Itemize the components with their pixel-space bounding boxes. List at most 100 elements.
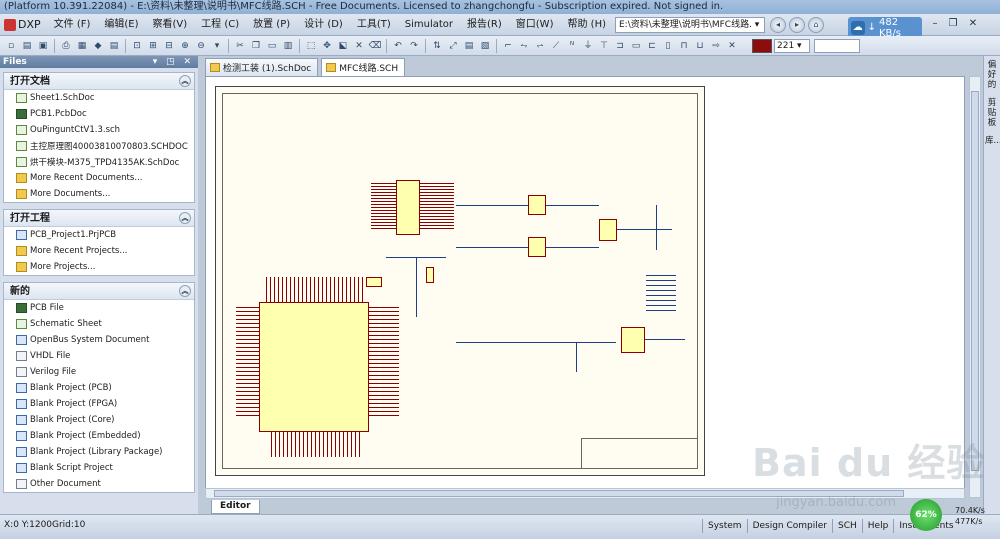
editor-tab[interactable]: Editor [211,500,260,514]
tab-document-1[interactable]: 检测工装 (1).SchDoc [205,58,319,76]
microcontroller-chip[interactable] [259,302,369,432]
move-icon[interactable]: ✥ [323,40,331,51]
select-inside-icon[interactable]: ⬕ [338,40,348,51]
zoom-fit-icon[interactable]: ⊡ [133,40,141,51]
menu-place[interactable]: 放置 (P) [253,18,291,30]
driver-block-2[interactable] [528,237,546,257]
new-openbus-link[interactable]: OpenBus System Document [4,332,194,348]
paste-icon[interactable]: ▭ [267,40,277,51]
more-recent-documents-link[interactable]: More Recent Documents... [4,170,194,186]
forward-icon[interactable]: ▸ [789,17,805,33]
open-icon[interactable]: ▤ [22,40,32,51]
driver-block-3[interactable] [599,219,617,241]
new-blank-project-pcb-link[interactable]: Blank Project (PCB) [4,380,194,396]
upper-ic[interactable] [396,180,420,235]
preview-icon[interactable]: ▦ [77,40,87,51]
help-button[interactable]: Help [861,519,894,533]
system-button[interactable]: System [702,519,747,533]
dxp-menu[interactable]: DXP [0,18,47,31]
list-item[interactable]: PCB_Project1.PrjPCB [4,227,194,243]
menu-design[interactable]: 设计 (D) [304,18,343,30]
vertical-scroll-thumb[interactable] [971,91,979,471]
list-item[interactable]: PCB1.PcbDoc [4,106,194,122]
sheet-symbol-icon[interactable]: ▭ [631,40,641,51]
deselect-icon[interactable]: ✕ [355,40,363,51]
home-icon[interactable]: ⌂ [808,17,824,33]
collapse-icon[interactable]: ︽ [179,75,191,87]
menu-file[interactable]: 文件 (F) [53,18,91,30]
color-swatch[interactable] [752,39,772,53]
place-part-icon[interactable]: ▧ [480,40,490,51]
zoom-out-icon[interactable]: ⊖ [197,40,205,51]
menu-help[interactable]: 帮助 (H) [567,18,606,30]
place-wire-icon[interactable]: ⌐ [504,40,512,51]
list-item[interactable]: 主控原理图40003810070803.SCHDOC [4,138,194,154]
more-documents-link[interactable]: More Documents... [4,186,194,202]
new-schematic-sheet-link[interactable]: Schematic Sheet [4,316,194,332]
rubber-stamp-icon[interactable]: ▥ [283,40,293,51]
new-blank-script-project-link[interactable]: Blank Script Project [4,460,194,476]
network-monitor-ball[interactable]: 62% [910,499,942,531]
more-projects-link[interactable]: More Projects... [4,259,194,275]
side-tab-clipboard[interactable]: 剪贴板 [987,98,997,128]
side-tab-favorites[interactable]: 偏好的 [987,60,997,90]
new-icon[interactable]: ▫ [7,40,15,51]
more-recent-projects-link[interactable]: More Recent Projects... [4,243,194,259]
place-bus-icon[interactable]: ⥊ [520,40,528,51]
schematic-sheet[interactable] [215,86,705,476]
schematic-editor-canvas[interactable] [205,76,965,498]
open-projects-heading[interactable]: 打开工程 ︽ [4,210,194,227]
menu-simulator[interactable]: Simulator [404,18,454,30]
small-component[interactable] [426,267,434,283]
cross-probe-icon[interactable]: ⤢ [449,40,457,51]
zoom-area-icon[interactable]: ⊞ [149,40,157,51]
gnd-port-icon[interactable]: ⏚ [583,40,593,51]
small-component[interactable] [366,277,382,287]
menu-project[interactable]: 工程 (C) [201,18,240,30]
menu-view[interactable]: 察看(V) [152,18,188,30]
clear-filter-icon[interactable]: ⌫ [368,40,382,51]
horizontal-scroll-thumb[interactable] [214,490,904,497]
collapse-icon[interactable]: ︽ [179,212,191,224]
bus-entry-icon[interactable]: ⟋ [552,40,560,51]
copy-icon[interactable]: ❐ [251,40,261,51]
design-compiler-button[interactable]: Design Compiler [746,519,832,533]
vcc-port-icon[interactable]: ⊤ [600,40,608,51]
zoom-selection-icon[interactable]: ⊟ [165,40,173,51]
new-blank-project-embedded-link[interactable]: Blank Project (Embedded) [4,428,194,444]
harness-connector-icon[interactable]: ⊓ [680,40,688,51]
driver-block-1[interactable] [528,195,546,215]
menu-edit[interactable]: 编辑(E) [104,18,139,30]
collapse-icon[interactable]: ︽ [179,285,191,297]
tab-document-2[interactable]: MFC线路.SCH [321,58,406,76]
close-icon[interactable]: ✕ [968,18,978,29]
menu-tools[interactable]: 工具(T) [356,18,391,30]
horizontal-scrollbar[interactable] [205,488,965,499]
minimize-icon[interactable]: – [932,18,938,29]
document-path-combo[interactable]: E:\资料\未整理\说明书\MFC线路. ▾ [615,17,765,33]
new-blank-project-library-link[interactable]: Blank Project (Library Package) [4,444,194,460]
vertical-scrollbar[interactable] [969,76,981,498]
select-area-icon[interactable]: ⬚ [306,40,316,51]
device-sheet-icon[interactable]: ▯ [665,40,671,51]
place-port-icon[interactable]: ⇨ [712,40,720,51]
new-heading[interactable]: 新的 ︽ [4,283,194,300]
sch-button[interactable]: SCH [832,519,862,533]
harness-entry-icon[interactable]: ⊔ [696,40,704,51]
print-icon[interactable]: ⎙ [62,40,70,51]
menu-reports[interactable]: 报告(R) [467,18,502,30]
new-vhdl-link[interactable]: VHDL File [4,348,194,364]
sheet-entry-icon[interactable]: ⊏ [648,40,656,51]
new-blank-project-core-link[interactable]: Blank Project (Core) [4,412,194,428]
side-tab-libraries[interactable]: 库... [985,136,1000,146]
save-icon[interactable]: ▣ [38,40,48,51]
new-blank-project-fpga-link[interactable]: Blank Project (FPGA) [4,396,194,412]
new-pcb-file-link[interactable]: PCB File [4,300,194,316]
layers-icon[interactable]: ◆ [94,40,102,51]
restore-icon[interactable]: ❐ [948,18,958,29]
list-item[interactable]: Sheet1.SchDoc [4,90,194,106]
relay-block[interactable] [621,327,645,353]
sheet-icon[interactable]: ▤ [109,40,119,51]
new-verilog-link[interactable]: Verilog File [4,364,194,380]
zoom-in-icon[interactable]: ⊕ [181,40,189,51]
